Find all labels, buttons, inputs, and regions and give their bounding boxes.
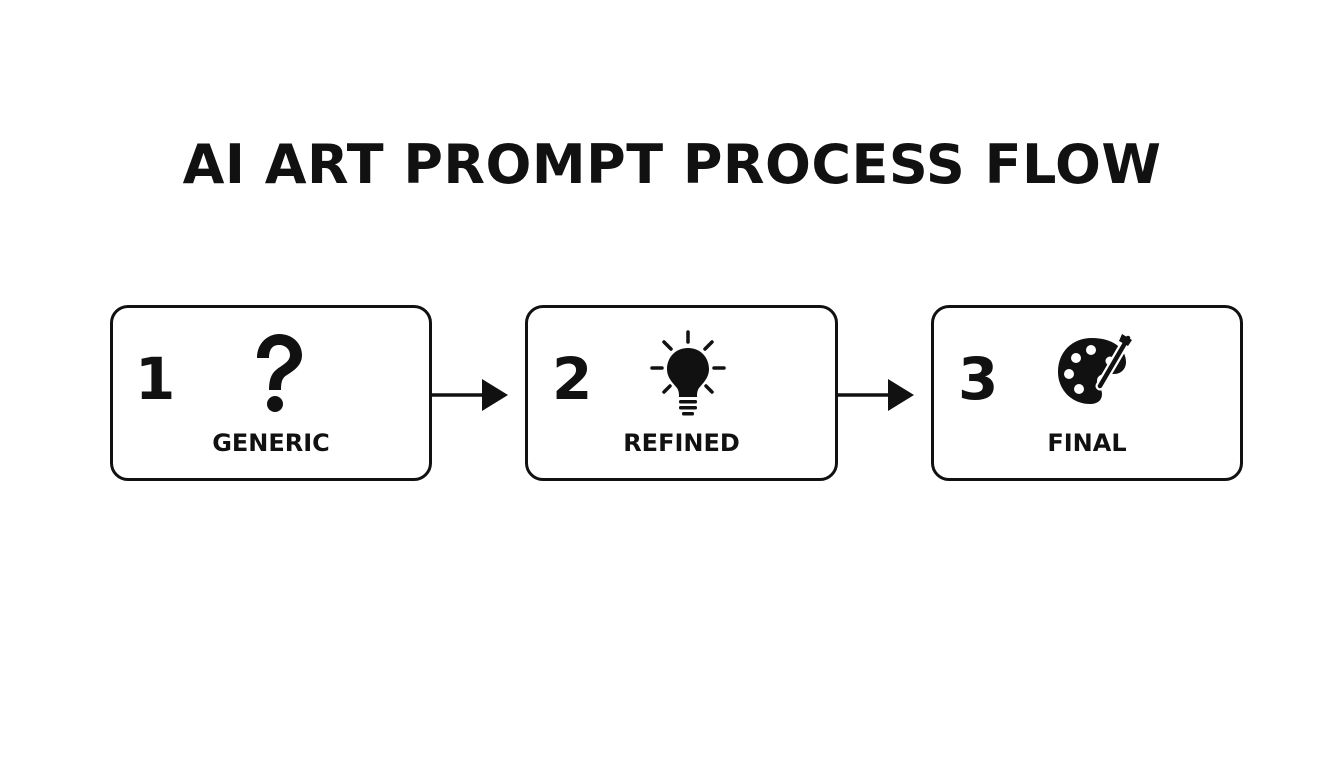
page-title: AI ART PROMPT PROCESS FLOW — [182, 133, 1162, 196]
lightbulb-icon — [650, 330, 726, 416]
step-3-label: FINAL — [1047, 429, 1127, 457]
step-2-box: 2 REFINED — [525, 305, 838, 481]
step-3-number: 3 — [958, 345, 999, 413]
palette-icon — [1058, 333, 1133, 404]
step-2-number: 2 — [552, 345, 593, 413]
step-1-number: 1 — [135, 345, 176, 413]
arrow-right-icon — [838, 379, 914, 411]
step-3-box: 3 FINAL — [931, 305, 1243, 481]
arrow-right-icon — [432, 379, 508, 411]
question-mark-icon — [257, 334, 302, 412]
step-1-box: 1 GENERIC — [110, 305, 432, 481]
step-1-label: GENERIC — [212, 429, 330, 457]
step-2-label: REFINED — [623, 429, 740, 457]
